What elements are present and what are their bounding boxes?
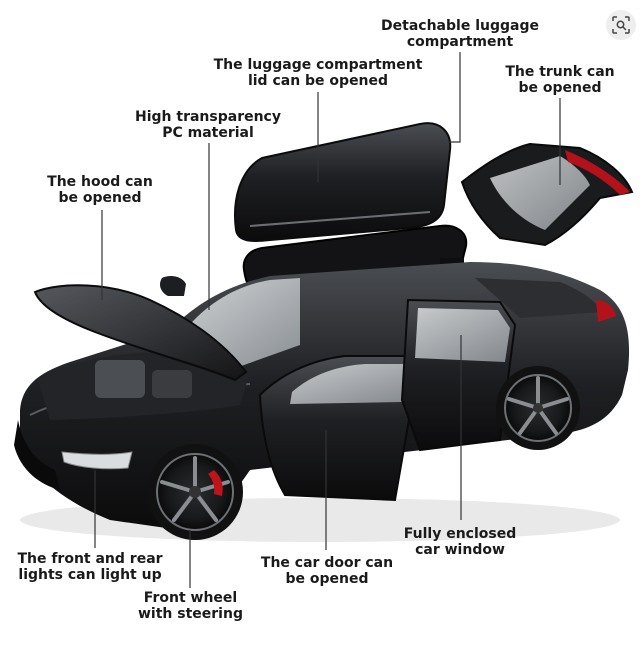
callout-lights: The front and rear lights can light up bbox=[17, 551, 163, 583]
side-mirror bbox=[160, 276, 186, 296]
leader-luggage-box bbox=[448, 52, 461, 143]
front-wheel bbox=[147, 444, 243, 540]
callout-luggage-lid: The luggage compartment lid can be opene… bbox=[213, 57, 423, 89]
callout-hood: The hood can be opened bbox=[47, 174, 153, 206]
open-hood bbox=[33, 284, 248, 382]
callout-window: Fully enclosed car window bbox=[403, 526, 517, 558]
callout-pc-material: High transparency PC material bbox=[135, 109, 281, 141]
visual-search-icon bbox=[612, 16, 630, 34]
callout-wheel: Front wheel with steering bbox=[138, 590, 243, 622]
callout-car-door: The car door can be opened bbox=[260, 555, 394, 587]
callout-trunk: The trunk can be opened bbox=[505, 64, 615, 96]
open-tailgate bbox=[460, 142, 634, 247]
open-front-door bbox=[258, 355, 422, 502]
engine-bay bbox=[38, 352, 250, 420]
visual-search-button[interactable] bbox=[606, 10, 636, 40]
rear-wheel bbox=[496, 366, 580, 450]
callout-luggage-box: Detachable luggage compartment bbox=[381, 18, 539, 50]
leader-lines bbox=[94, 52, 561, 588]
open-rear-door bbox=[400, 298, 517, 452]
